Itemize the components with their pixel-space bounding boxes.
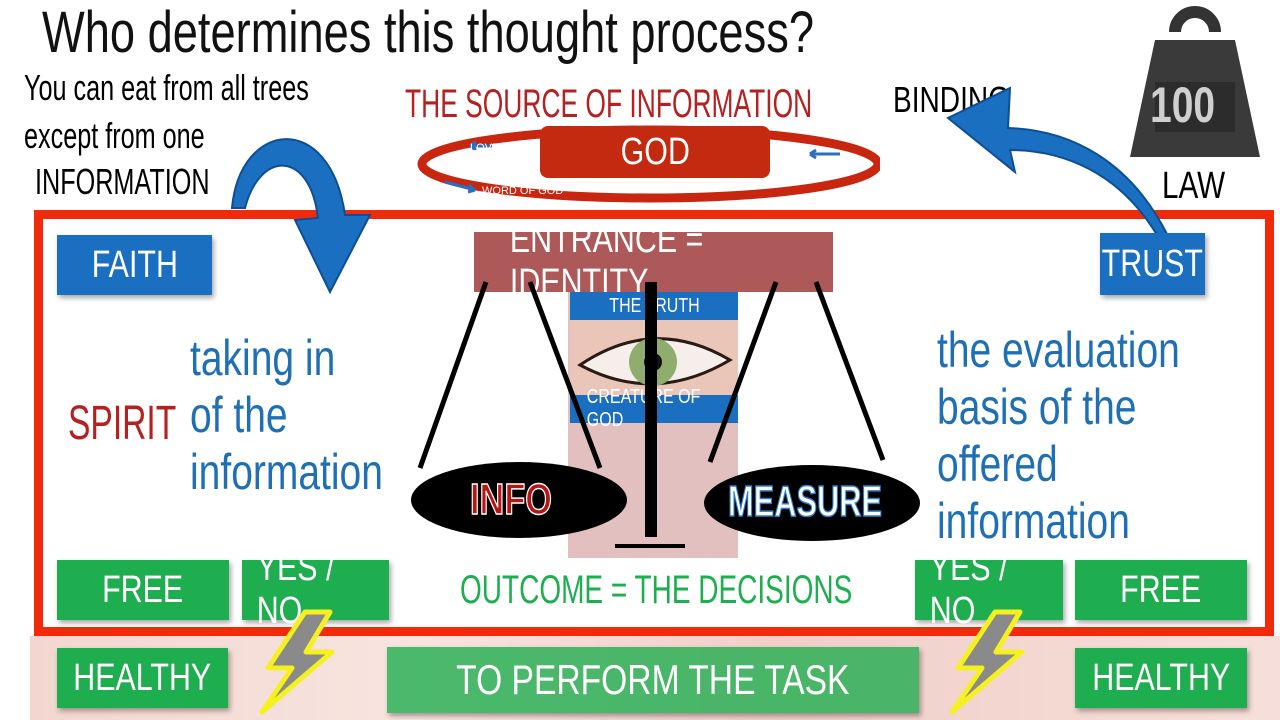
left-note-1: You can eat from all trees [24, 67, 309, 108]
page-title: Who determines this thought process? [42, 0, 815, 65]
cycle-word: WORD OF GOD [482, 185, 564, 197]
yesno-right-badge: YES / NO [915, 547, 1063, 632]
info-ellipse [411, 462, 627, 538]
spirit-label: SPIRIT [68, 397, 177, 450]
cycle-fruit: FRUIT [778, 143, 811, 155]
faith-badge: FAITH [57, 235, 212, 295]
measure-ellipse [704, 465, 920, 541]
left-note-3: INFORMATION [35, 161, 210, 202]
evaluation-text: the evaluation basis of the offered info… [937, 322, 1180, 549]
outcome-label: OUTCOME = THE DECISIONS [460, 568, 853, 612]
task-bar: TO PERFORM THE TASK [387, 647, 919, 713]
measure-label: MEASURE [727, 476, 883, 526]
free-right-badge: FREE [1075, 560, 1247, 620]
healthy-right-badge: HEALTHY [1075, 648, 1247, 708]
trust-badge: TRUST [1100, 233, 1205, 295]
left-note-2: except from one [24, 115, 205, 156]
taking-in-text: taking in of the information [190, 330, 383, 500]
red-frame [34, 210, 1274, 636]
info-label: INFO [469, 474, 552, 524]
law-label: LAW [1162, 165, 1226, 207]
source-heading: THE SOURCE OF INFORMATION [405, 82, 813, 126]
god-box: GOD [540, 126, 770, 178]
lightning-left-icon [259, 609, 335, 715]
lightning-right-icon [949, 609, 1025, 715]
free-left-badge: FREE [57, 560, 229, 620]
cycle-love: LOVE [470, 142, 500, 154]
healthy-left-badge: HEALTHY [57, 648, 228, 708]
